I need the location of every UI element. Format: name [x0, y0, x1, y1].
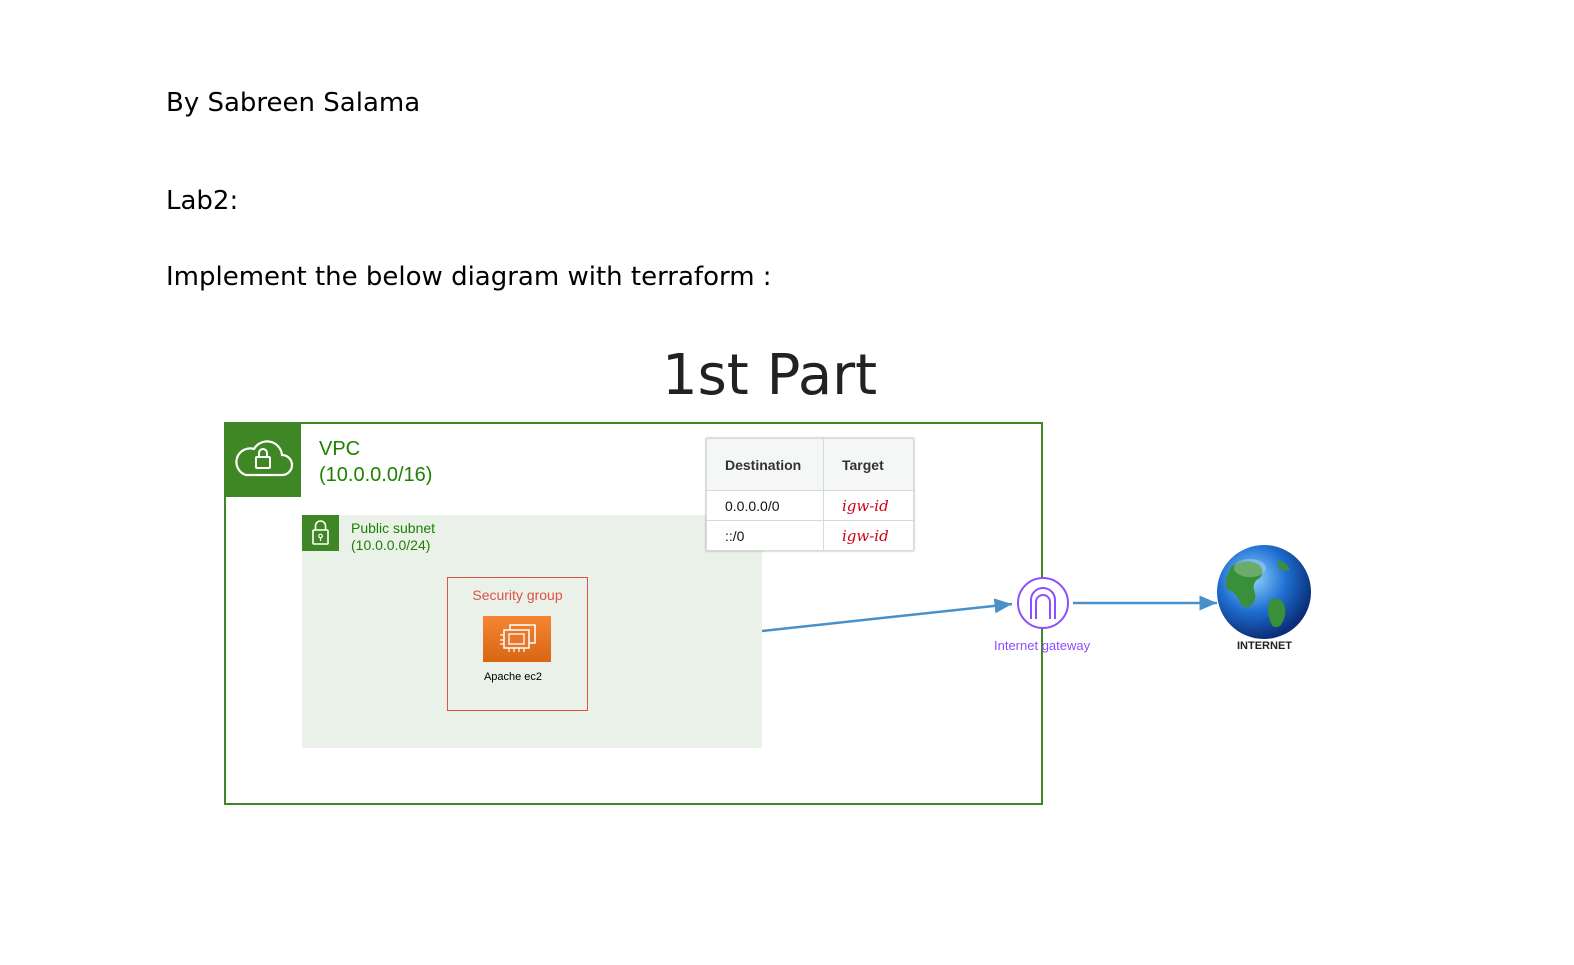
globe-icon [1217, 545, 1311, 639]
chip-icon [500, 624, 536, 652]
ec2-instance-icon [483, 616, 551, 662]
internet-gateway-label: Internet gateway [994, 638, 1091, 653]
column-header-target: Target [823, 438, 914, 491]
diagram-title: 1st Part [662, 343, 878, 408]
vpc-label: VPC (10.0.0.0/16) [319, 436, 432, 488]
vpc-name: VPC [319, 438, 361, 460]
table-row: 0.0.0.0/0 igw-id [706, 490, 914, 521]
instruction-text: Implement the below diagram with terrafo… [166, 262, 772, 292]
route-table: Destination Target 0.0.0.0/0 igw-id ::/0… [706, 438, 914, 551]
route-target: igw-id [823, 520, 914, 551]
internet-label: INTERNET [1237, 640, 1292, 652]
route-table-header: Destination Target [706, 438, 914, 491]
table-row: ::/0 igw-id [706, 520, 914, 551]
security-group-box [447, 577, 588, 711]
lab-heading: Lab2: [166, 186, 239, 216]
subnet-label: Public subnet (10.0.0.0/24) [351, 520, 435, 554]
padlock-icon [312, 520, 329, 545]
cloud-lock-icon [235, 440, 294, 477]
author-line: By Sabreen Salama [166, 88, 421, 118]
route-destination: ::/0 [706, 520, 824, 551]
route-destination: 0.0.0.0/0 [706, 490, 824, 521]
subnet-icon-badge [302, 515, 339, 551]
security-group-label: Security group [472, 587, 563, 603]
subnet-cidr: (10.0.0.0/24) [351, 537, 431, 553]
subnet-name: Public subnet [351, 520, 436, 536]
route-target: igw-id [823, 490, 914, 521]
column-header-destination: Destination [706, 438, 824, 491]
vpc-icon-badge [226, 424, 301, 497]
ec2-label: Apache ec2 [483, 671, 543, 683]
vpc-cidr: (10.0.0.0/16) [319, 464, 433, 486]
